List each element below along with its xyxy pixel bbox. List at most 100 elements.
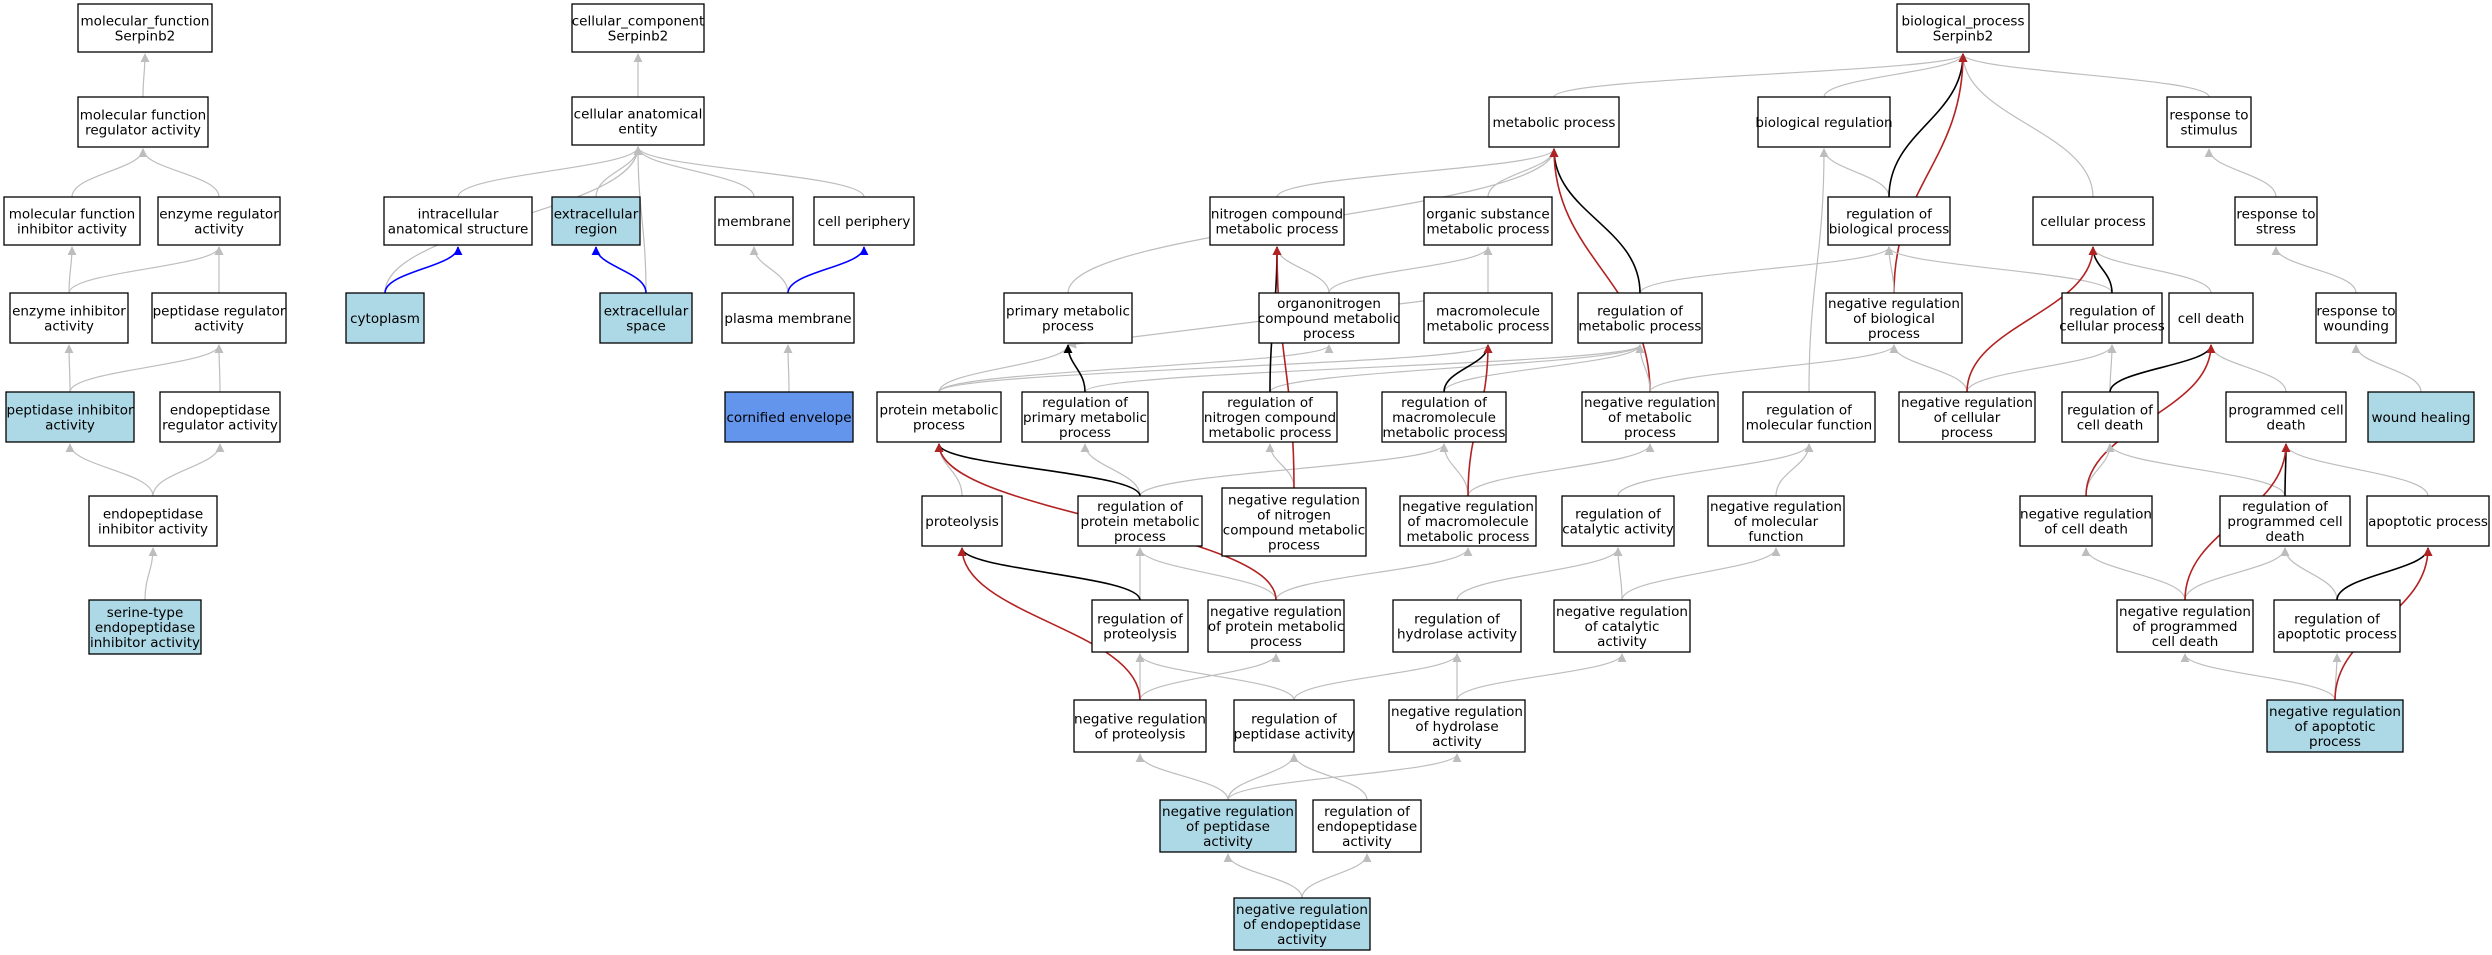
go-term-node[interactable]: cell periphery <box>813 196 915 246</box>
edge-is-a <box>2180 653 2336 701</box>
node-label-line: process <box>1868 326 1920 342</box>
go-term-node[interactable]: membrane <box>714 196 794 246</box>
edge-is-a <box>1135 753 1229 801</box>
edge-is-a <box>457 146 643 198</box>
edge-is-a <box>2105 443 2286 497</box>
node-label-line: activity <box>1203 834 1253 850</box>
go-term-node[interactable]: apoptotic process <box>2366 495 2490 547</box>
node-label-line: regulation of <box>2294 612 2381 628</box>
go-term-node[interactable]: cellular process <box>2032 196 2154 246</box>
edge-is-a <box>2280 547 2338 601</box>
node-box <box>724 391 854 443</box>
node-label-line: negative regulation <box>1228 493 1360 509</box>
edge-is-a <box>65 443 154 497</box>
edge-is-a <box>1613 547 1623 601</box>
node-label-line: protein metabolic <box>1080 514 1199 530</box>
go-term-node[interactable]: wound healing <box>2367 391 2475 443</box>
go-term-node[interactable]: cell death <box>2168 292 2254 344</box>
go-term-node[interactable]: biological regulation <box>1755 96 1893 148</box>
node-box <box>2225 391 2347 443</box>
node-box <box>1091 599 1189 653</box>
node-label-line: regulation of <box>1324 804 1411 820</box>
go-term-node[interactable]: plasma membrane <box>721 292 855 344</box>
edge-regulates <box>1549 148 1641 294</box>
node-label-line: apoptotic process <box>2368 514 2488 530</box>
node-label-line: process <box>913 418 965 434</box>
node-label-line: programmed cell <box>2227 514 2342 530</box>
go-term-node[interactable]: proteolysis <box>921 495 1003 547</box>
node-label-line: negative regulation <box>1162 804 1294 820</box>
node-label-line: cell death <box>2152 634 2219 650</box>
node-label-line: death <box>2267 418 2306 434</box>
node-label-line: enzyme regulator <box>159 207 279 223</box>
node-label-line: process <box>1114 529 1166 545</box>
go-term-node[interactable]: metabolic process <box>1488 96 1620 148</box>
go-term-node[interactable]: cytoplasm <box>345 292 425 344</box>
node-box <box>1742 391 1876 443</box>
node-box <box>1488 96 1620 148</box>
node-label-line: regulation of <box>1097 499 1184 515</box>
go-term-node[interactable]: cornified envelope <box>724 391 854 443</box>
node-box <box>1707 495 1845 547</box>
node-box <box>3 196 141 246</box>
node-box <box>1221 487 1367 557</box>
